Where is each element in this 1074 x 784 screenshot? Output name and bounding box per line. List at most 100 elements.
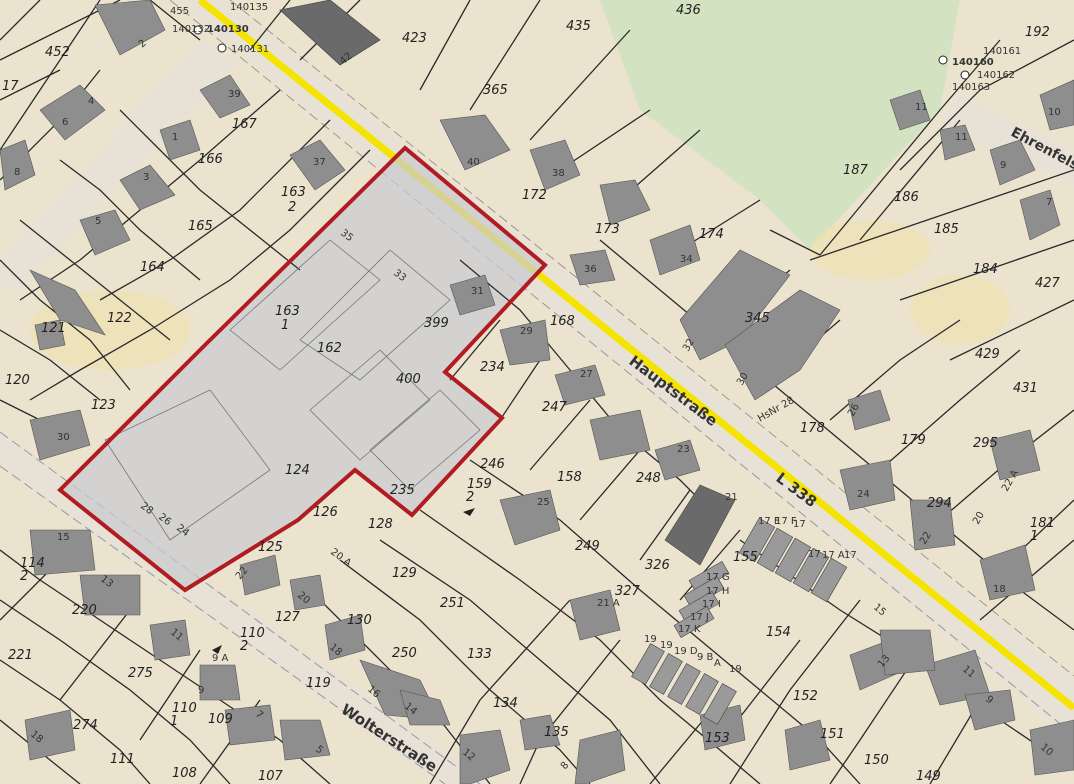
house-number: 24 bbox=[857, 489, 870, 500]
house-number: 21 bbox=[725, 492, 738, 503]
parcel-label: 251 bbox=[440, 596, 465, 611]
parcel-label: 149 bbox=[916, 769, 941, 784]
parcel-label: 250 bbox=[392, 646, 417, 661]
parcel-label: 192 bbox=[1025, 25, 1050, 40]
dark-buildings bbox=[279, 0, 736, 566]
house-number: 17 E bbox=[758, 516, 780, 527]
house-number: 17 J bbox=[690, 612, 709, 623]
tint-area bbox=[910, 275, 1010, 345]
house-number: 9 bbox=[1000, 160, 1006, 171]
parcel-label: 429 bbox=[975, 347, 1000, 362]
house-number: 9 bbox=[983, 694, 995, 707]
house-number: 40 bbox=[467, 157, 480, 168]
parcel-label: 163 bbox=[281, 185, 306, 200]
survey-point-label: 140162 bbox=[977, 70, 1015, 81]
parcel-label: 2 bbox=[288, 200, 296, 215]
parcel-label: 152 bbox=[793, 689, 818, 704]
parcel-label: 184 bbox=[973, 262, 998, 277]
parcel-label: 122 bbox=[107, 311, 132, 326]
parcel-label: 121 bbox=[41, 321, 66, 336]
tint-area bbox=[810, 220, 930, 280]
direction-marker bbox=[212, 645, 222, 654]
parcel-label: 186 bbox=[894, 190, 919, 205]
parcel-label: 111 bbox=[110, 752, 135, 767]
plan-area-fill bbox=[60, 148, 545, 590]
side-road bbox=[0, 40, 240, 290]
parcel-label: 126 bbox=[313, 505, 338, 520]
parcel-label: 153 bbox=[705, 731, 730, 746]
parcel-label: 235 bbox=[390, 483, 415, 498]
house-number: 3 bbox=[143, 172, 149, 183]
parcel-label: 326 bbox=[645, 558, 670, 573]
main-road-centerline bbox=[197, 0, 1074, 711]
parcel-label: 134 bbox=[493, 696, 518, 711]
parcel-label: 127 bbox=[275, 610, 301, 625]
survey-point-label: 455 bbox=[170, 6, 189, 17]
parcel-label: 154 bbox=[766, 625, 791, 640]
house-number: 31 bbox=[471, 286, 484, 297]
parcel-label: 436 bbox=[676, 3, 701, 18]
parcel-label: 155 bbox=[733, 550, 758, 565]
parcel-label: 167 bbox=[232, 117, 258, 132]
survey-markers bbox=[193, 25, 970, 80]
parcel-label: 119 bbox=[306, 676, 331, 691]
parcel-label: 295 bbox=[973, 436, 998, 451]
parcel-label: 162 bbox=[317, 341, 342, 356]
survey-point-label: 140163 bbox=[952, 82, 990, 93]
parcel-label: 173 bbox=[595, 222, 620, 237]
house-number: 23 bbox=[677, 444, 690, 455]
parcel-label: 163 bbox=[275, 304, 300, 319]
parcel-label: 294 bbox=[927, 496, 952, 511]
parcel-label: 220 bbox=[72, 603, 97, 618]
ehrenfels-road bbox=[940, 95, 1074, 185]
house-number: 6 bbox=[62, 117, 68, 128]
house-number: 19 bbox=[729, 664, 742, 675]
house-number: 9 A bbox=[212, 653, 229, 664]
house-number: 29 bbox=[520, 326, 533, 337]
parcel-label: 168 bbox=[550, 314, 575, 329]
direction-marker bbox=[463, 508, 475, 516]
house-number: 19 bbox=[660, 640, 673, 651]
house-number: 8 bbox=[14, 167, 20, 178]
parcel-label: 150 bbox=[864, 753, 889, 768]
house-number: 17 F bbox=[775, 516, 797, 527]
road-edge bbox=[229, 0, 1074, 677]
parcel-label: 274 bbox=[73, 718, 98, 733]
park-area bbox=[600, 0, 960, 250]
parcel-label: 158 bbox=[557, 470, 582, 485]
parcel-label: 2 bbox=[240, 639, 248, 654]
parcel-label: 108 bbox=[172, 766, 197, 781]
house-number: 25 bbox=[537, 497, 550, 508]
parcel-label: 172 bbox=[522, 188, 547, 203]
parcel-label: 435 bbox=[566, 19, 591, 34]
house-number: 11 bbox=[915, 102, 928, 113]
parcel-label: 133 bbox=[467, 647, 492, 662]
survey-point-label: 140131 bbox=[231, 44, 269, 55]
house-number: A bbox=[714, 658, 721, 669]
parcel-label: 165 bbox=[188, 219, 213, 234]
parcel-label: 399 bbox=[424, 316, 449, 331]
house-number: 17 bbox=[808, 549, 821, 560]
parcel-label: 431 bbox=[1013, 381, 1038, 396]
parcel-label: 327 bbox=[615, 584, 641, 599]
parcel-label: 423 bbox=[402, 31, 427, 46]
house-number: 5 bbox=[313, 744, 325, 757]
parcel-label: 178 bbox=[800, 421, 825, 436]
parcel-label: 185 bbox=[934, 222, 959, 237]
parcel-label: 151 bbox=[820, 727, 845, 742]
house-number: 15 bbox=[57, 532, 70, 543]
parcel-label: 114 bbox=[20, 556, 45, 571]
house-number: 34 bbox=[680, 254, 693, 265]
parcel-label: 124 bbox=[285, 463, 310, 478]
house-number: 10 bbox=[1048, 107, 1061, 118]
parcel-label: 135 bbox=[544, 725, 569, 740]
house-number: 2 bbox=[137, 38, 149, 51]
house-number: 7 bbox=[1046, 197, 1052, 208]
parcel-label: 452 bbox=[45, 45, 70, 60]
parcel-label: 234 bbox=[480, 360, 505, 375]
parcel-label: 123 bbox=[91, 398, 116, 413]
house-number: 8 bbox=[559, 760, 572, 772]
plan-boundary bbox=[57, 145, 548, 593]
